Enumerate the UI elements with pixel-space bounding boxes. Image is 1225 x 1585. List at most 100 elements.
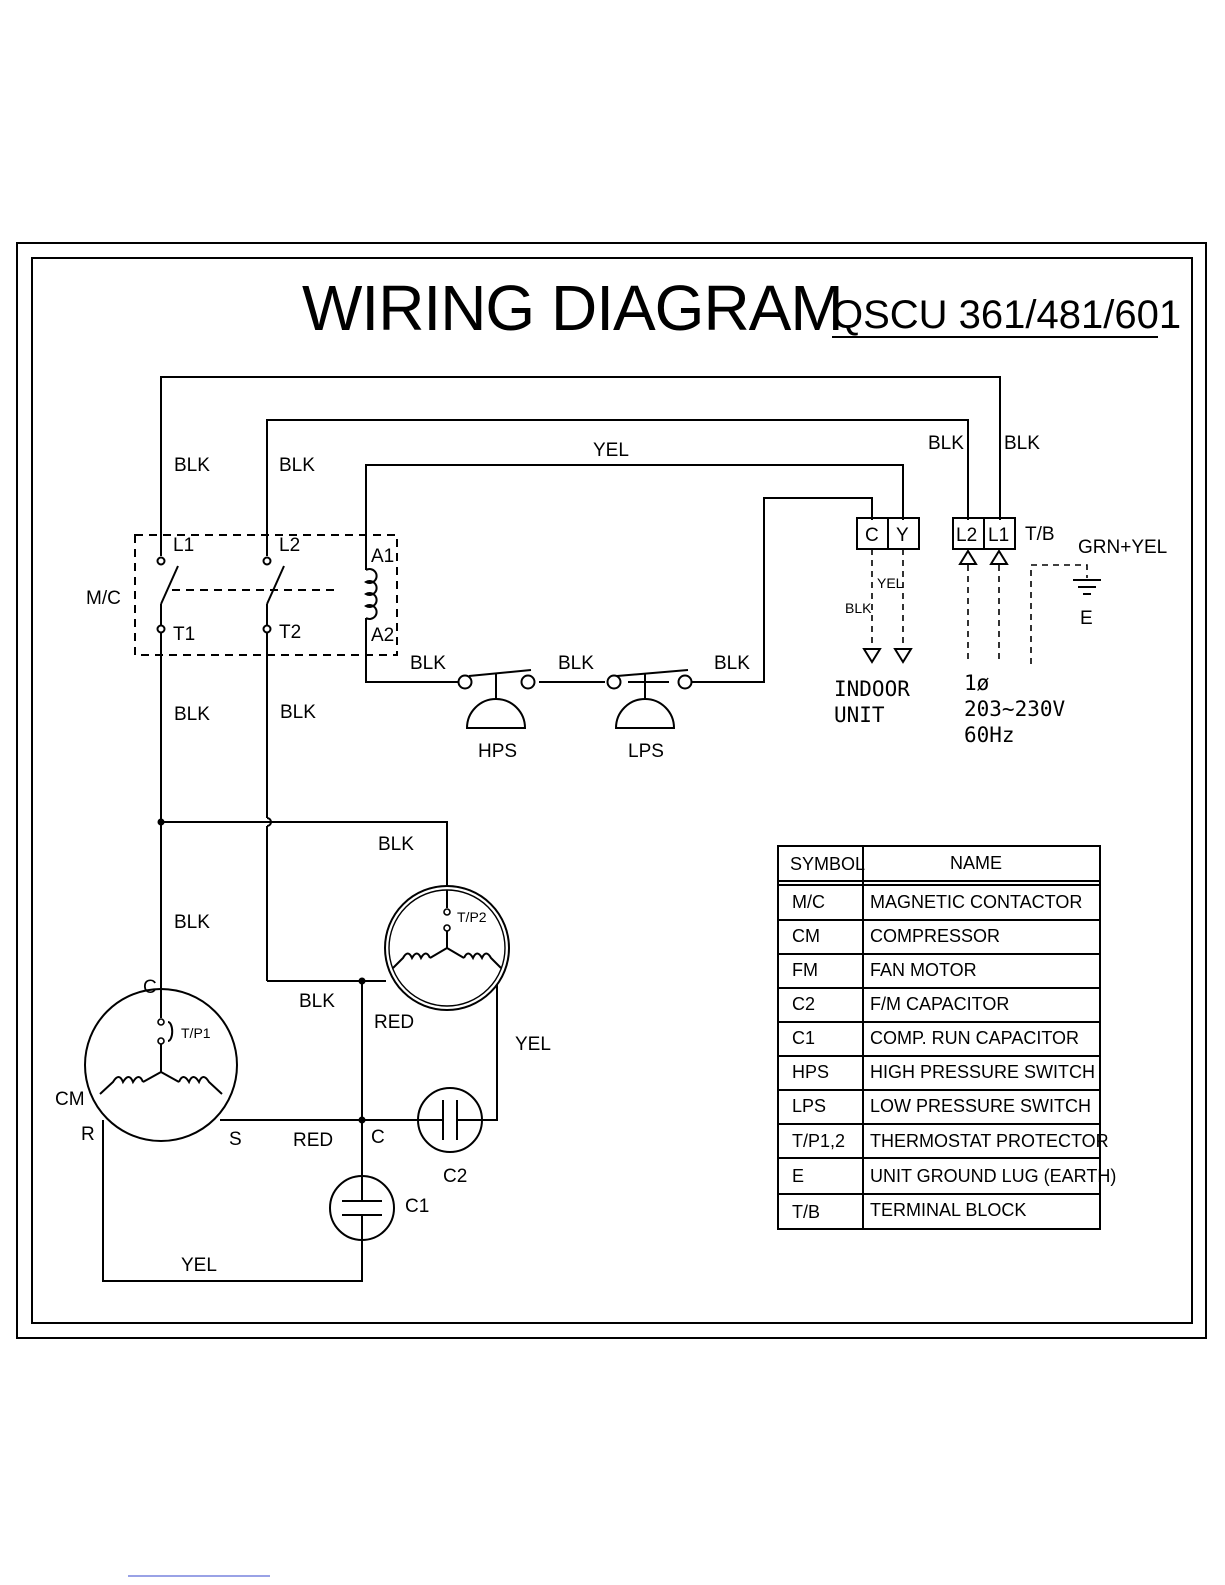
svg-text:COMPRESSOR: COMPRESSOR [870,926,1000,946]
legend-header-name: NAME [950,853,1002,873]
svg-text:C1: C1 [792,1028,815,1048]
load-wires [102,633,498,1282]
outer-border [16,242,1207,1339]
hps-label: HPS [478,741,517,762]
legend-row: T/P1,2 THERMOSTAT PROTECTOR [792,1131,1109,1151]
power-voltage: 203~230V [964,697,1066,721]
indoor-terminal-c: C [865,525,879,546]
svg-text:RED: RED [293,1130,333,1151]
legend-row: FM FAN MOTOR [792,960,977,980]
svg-text:C2: C2 [792,994,815,1014]
svg-text:BLK: BLK [174,455,210,476]
svg-text:BLK: BLK [279,455,315,476]
fan-capacitor [417,1087,483,1153]
run-capacitor [329,1175,395,1241]
terminal-block-label: T/B [1025,524,1055,545]
magnetic-contactor [134,534,398,656]
legend-row: E UNIT GROUND LUG (EARTH) [792,1166,1116,1186]
legend-row: HPS HIGH PRESSURE SWITCH [792,1062,1095,1082]
svg-text:RED: RED [374,1012,414,1033]
power-phase: 1ø [964,671,990,695]
legend-table [777,845,1101,1230]
indoor-unit-label-2: UNIT [834,703,885,727]
svg-text:M/C: M/C [792,892,825,912]
legend-header-symbol: SYMBOL [790,854,865,874]
svg-text:BLK: BLK [410,653,446,674]
indoor-wire-yel: YEL [877,575,904,591]
compressor-protector-label: T/P1 [181,1025,211,1041]
junction-dot [157,818,165,826]
svg-text:HIGH PRESSURE SWITCH: HIGH PRESSURE SWITCH [870,1062,1095,1082]
compressor-r-label: R [81,1124,95,1145]
compressor-label: CM [55,1089,85,1110]
svg-text:F/M CAPACITOR: F/M CAPACITOR [870,994,1009,1014]
indoor-terminal-y: Y [896,525,909,546]
svg-text:T/P1,2: T/P1,2 [792,1131,845,1151]
node-c-label: C [371,1127,385,1148]
junction-dot [358,1116,366,1124]
compressor-s-label: S [229,1129,242,1150]
c2-label: C2 [443,1166,467,1187]
svg-text:BLK: BLK [280,702,316,723]
svg-text:YEL: YEL [515,1034,551,1055]
compressor [84,988,238,1142]
diagram-title: WIRING DIAGRAM [302,272,843,344]
svg-text:BLK: BLK [558,653,594,674]
terminal-a1-label: A1 [371,546,394,567]
control-wire-yel [365,464,904,555]
indoor-wire-blk: BLK [845,600,872,616]
svg-text:E: E [792,1166,804,1186]
svg-text:TERMINAL BLOCK: TERMINAL BLOCK [870,1200,1026,1220]
svg-text:BLK: BLK [378,834,414,855]
power-terminal-block [952,517,1016,664]
svg-text:FM: FM [792,960,818,980]
contactor-label: M/C [86,588,121,609]
high-pressure-switch [457,669,536,729]
fan-protector-label: T/P2 [457,909,487,925]
svg-text:HPS: HPS [792,1062,829,1082]
legend-row: T/B TERMINAL BLOCK [792,1200,1026,1222]
low-pressure-switch [606,669,693,729]
svg-text:FAN MOTOR: FAN MOTOR [870,960,977,980]
junction-dot [358,977,366,985]
svg-text:T/B: T/B [792,1202,820,1222]
power-terminal-l2: L2 [956,525,977,546]
svg-text:BLK: BLK [714,653,750,674]
legend-row: C2 F/M CAPACITOR [792,994,1009,1014]
power-frequency: 60Hz [964,723,1015,747]
legend-row: CM COMPRESSOR [792,926,1000,946]
terminal-a2-label: A2 [371,625,394,646]
terminal-l2-label: L2 [279,535,300,556]
control-wire-blk-4 [365,625,462,683]
lps-label: LPS [628,741,664,762]
c1-label: C1 [405,1196,429,1217]
ground-label: E [1080,608,1093,629]
svg-text:YEL: YEL [593,440,629,461]
terminal-t1-label: T1 [173,624,195,645]
svg-text:BLK: BLK [1004,433,1040,454]
power-terminal-l1: L1 [988,525,1009,546]
compressor-c-label: C [143,977,157,998]
control-wire-blk [692,497,873,683]
svg-text:YEL: YEL [181,1255,217,1276]
svg-text:BLK: BLK [174,704,210,725]
svg-text:BLK: BLK [299,991,335,1012]
legend-row: LPS LOW PRESSURE SWITCH [792,1096,1091,1116]
svg-text:LPS: LPS [792,1096,826,1116]
svg-text:LOW PRESSURE SWITCH: LOW PRESSURE SWITCH [870,1096,1091,1116]
fan-motor [384,885,510,1011]
model-number: QSCU 361/481/601 [832,293,1181,337]
svg-text:COMP. RUN CAPACITOR: COMP. RUN CAPACITOR [870,1028,1079,1048]
terminal-t2-label: T2 [279,622,301,643]
svg-text:CM: CM [792,926,820,946]
legend-row: M/C MAGNETIC CONTACTOR [792,892,1082,912]
legend-row: C1 COMP. RUN CAPACITOR [792,1028,1079,1048]
svg-text:BLK: BLK [174,912,210,933]
svg-text:MAGNETIC CONTACTOR: MAGNETIC CONTACTOR [870,892,1082,912]
terminal-l1-label: L1 [173,535,194,556]
ground-symbol [1030,564,1101,664]
inner-border [31,257,1193,1324]
indoor-unit-label-1: INDOOR [834,677,910,701]
indoor-terminal-block [856,517,920,664]
